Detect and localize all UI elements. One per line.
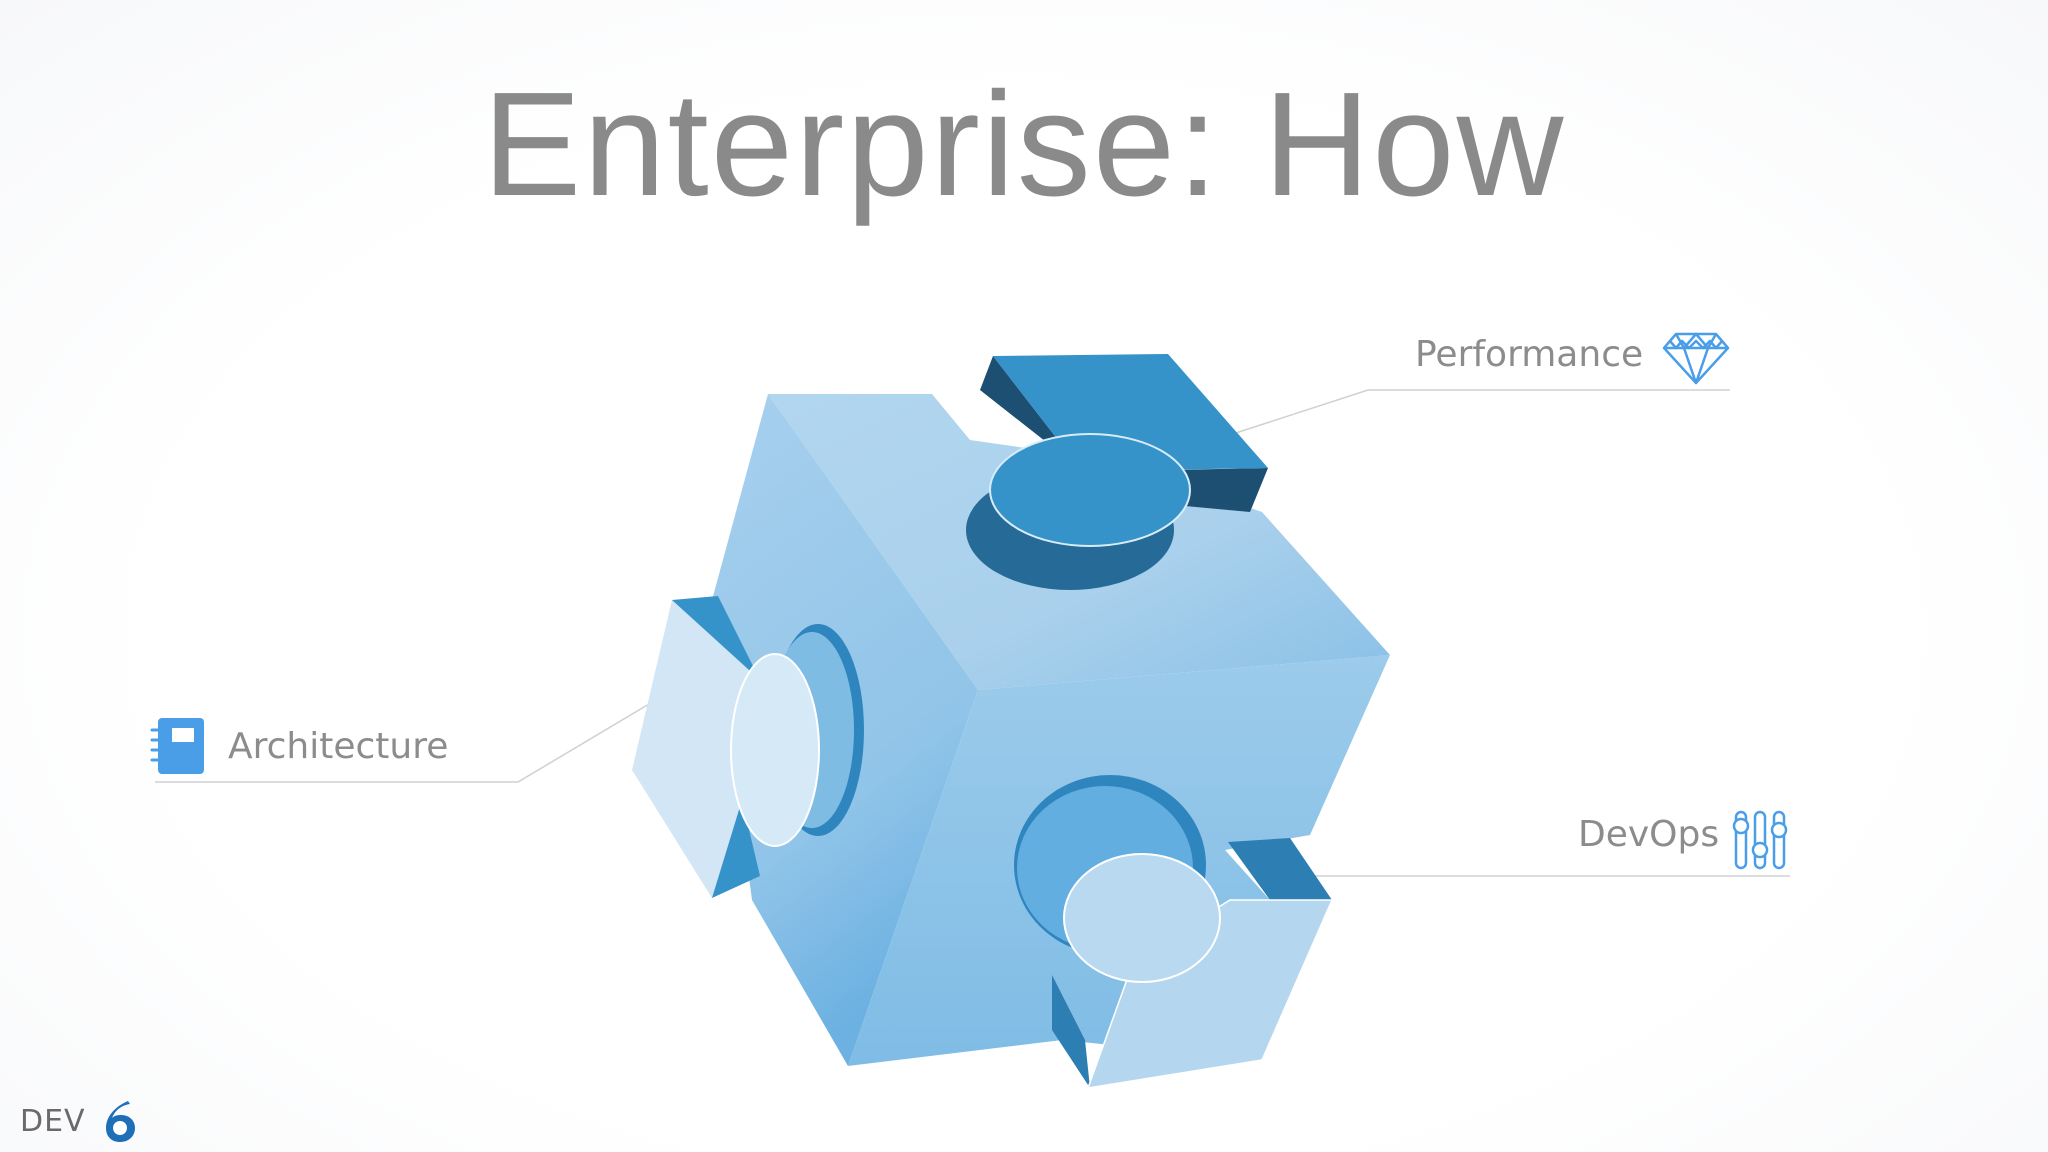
architecture-leader-line [155,687,677,783]
logo-text: DEV [20,1104,86,1139]
top-piece-side [980,356,1268,512]
front-piece-knob [1063,853,1221,983]
diamond-icon [1662,332,1730,385]
notebook-icon [150,718,204,774]
label-performance: Performance [1415,334,1644,375]
dev6-logo: DEV [20,1098,140,1144]
label-architecture: Architecture [228,726,449,767]
label-devops: DevOps [1578,814,1720,855]
sliders-icon [1732,810,1788,870]
performance-leader-line [1204,389,1730,444]
front-piece-side-top [1228,838,1332,900]
left-piece-knob [730,653,820,847]
top-piece-knob [989,433,1191,547]
logo-numeral-mark [106,1101,135,1142]
slide-title: Enterprise: How [482,62,1566,227]
left-piece-face [632,600,760,898]
front-piece-side-left [1052,975,1090,1088]
